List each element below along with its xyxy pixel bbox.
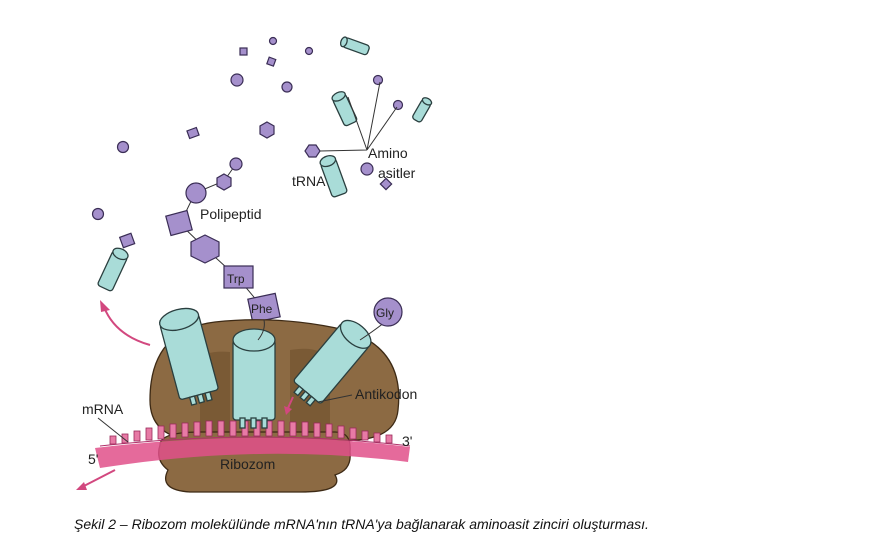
- free-amino-acids: [91, 36, 404, 221]
- trna-middle: [232, 319, 276, 429]
- trp-label: Trp: [227, 272, 245, 286]
- five-prime-label: 5': [88, 451, 98, 467]
- trna-left: [158, 307, 219, 406]
- trna-right: [293, 319, 372, 407]
- ribosome-label: Ribozom: [220, 456, 275, 472]
- mrna-strand: [95, 420, 411, 468]
- figure-caption: Şekil 2 – Ribozom molekülünde mRNA'nın t…: [74, 516, 649, 532]
- three-prime-label: 3': [402, 433, 412, 449]
- phe-label: Phe: [251, 302, 273, 316]
- amino-acids-label-line1: Amino: [368, 145, 408, 161]
- free-trnas: [97, 36, 433, 292]
- polypeptide-chain: Trp Phe: [165, 157, 281, 324]
- amino-acids-label-line2: asitler: [378, 165, 416, 181]
- mrna-label: mRNA: [82, 401, 124, 417]
- trna-label: tRNA: [292, 173, 326, 189]
- gly-label: Gly: [376, 306, 394, 320]
- anticodon-label: Antikodon: [355, 386, 417, 402]
- polypeptide-label: Polipeptid: [200, 206, 262, 222]
